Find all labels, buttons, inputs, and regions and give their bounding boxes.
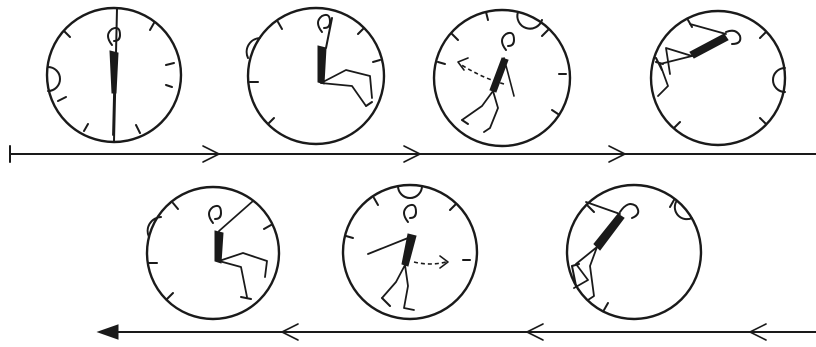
stick-figure-5-foot: [241, 297, 251, 299]
stick-figure-6: [368, 205, 448, 310]
stick-figure-7-head: [620, 204, 638, 218]
top-track: [10, 146, 816, 162]
stick-figure-6-pole: [368, 238, 408, 254]
stick-figure-6-leg-b: [404, 265, 414, 310]
stick-figure-6-foot: [382, 298, 390, 306]
clock-panel-4: [651, 11, 785, 145]
stick-figure-6-head: [404, 205, 416, 222]
stick-figure-5-arm: [219, 201, 253, 231]
stick-figure-3-torso: [490, 58, 508, 92]
clock-notch-6: [398, 186, 422, 198]
clock-notch-1: [48, 67, 60, 91]
stick-figure-2-head: [318, 15, 330, 32]
stick-figure-1-head: [108, 28, 120, 45]
clock-ticks-4: [656, 20, 766, 128]
stick-figure-5-leg-b: [219, 261, 247, 297]
stick-figure-3-foot: [462, 120, 468, 124]
clock-panel-5: [147, 187, 279, 319]
stick-figure-4-head: [726, 31, 740, 44]
stick-figure-1: [108, 9, 120, 141]
stick-figure-4-torso: [690, 34, 728, 58]
stick-figure-3: [458, 33, 514, 132]
stick-figure-7: [572, 202, 638, 300]
stick-figure-5-torso: [215, 231, 223, 263]
clock-panel-7: [567, 185, 701, 319]
bottom-track: [98, 324, 816, 340]
clock-panel-2: [247, 8, 384, 144]
stick-figure-7-leg-b: [588, 247, 597, 300]
stick-figure-5-head: [209, 206, 221, 223]
stick-figure-5: [209, 201, 267, 299]
stick-figure-4: [656, 24, 740, 96]
stick-figure-7-torso: [594, 214, 624, 250]
clock-face-3: [434, 10, 570, 146]
stick-figure-4-arm: [690, 24, 726, 34]
stick-figure-1-legs: [113, 93, 114, 135]
stick-figure-2-foot: [366, 102, 372, 106]
stick-figure-1-torso: [110, 51, 118, 93]
stick-figure-7-leg-a: [574, 247, 597, 288]
stick-figure-6-motion-arrow: [414, 262, 446, 264]
stick-figure-3-head: [502, 33, 514, 50]
clock-panel-1: [47, 8, 181, 142]
stick-figure-2-leg-b: [321, 83, 366, 106]
clock-notch-7: [675, 202, 692, 219]
stick-figure-6-leg-a: [382, 265, 405, 298]
stick-figure-3-leg-a: [462, 91, 493, 120]
bottom-track-arrowhead-icon: [98, 325, 118, 339]
clock-panel-3: [434, 10, 570, 146]
clock-panel-6: [343, 185, 477, 319]
stick-figure-2-torso: [318, 46, 326, 84]
stick-figure-4-leg-a: [658, 56, 692, 96]
stick-figure-3-leg-b: [484, 91, 498, 132]
stick-figure-3-motion-arrowhead-icon: [458, 58, 468, 70]
